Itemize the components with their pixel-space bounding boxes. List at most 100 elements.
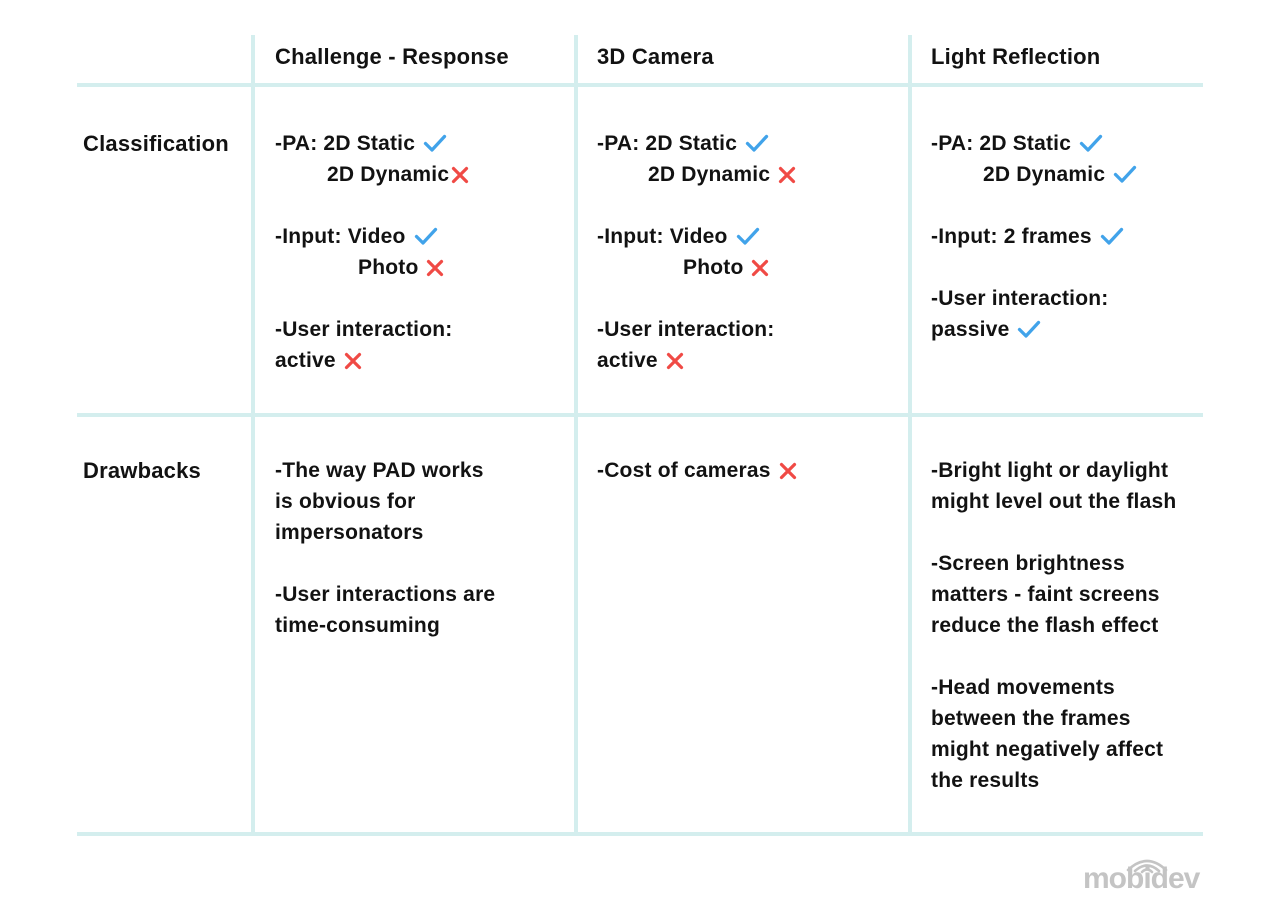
text-line: 2D Dynamic [597,159,796,190]
line-text: -Bright light or daylight [931,458,1169,482]
text-line: -PA: 2D Static [275,128,469,159]
line-text: matters - faint screens [931,582,1160,606]
line-spacer [275,190,469,221]
cross-icon-wrap [426,259,444,277]
line-text: -PA: 2D Static [275,131,416,155]
check-icon [1018,320,1041,338]
check-icon-wrap [1017,320,1041,339]
line-text: reduce the flash effect [931,613,1159,637]
line-text: -PA: 2D Static [931,131,1072,155]
text-line: Photo [275,252,469,283]
check-icon-wrap [1113,165,1137,184]
text-line: is obvious for [275,486,495,517]
line-text: -User interaction: [275,317,453,341]
text-line: -User interaction: [597,314,796,345]
cell-drawbacks-3d-camera: -Cost of cameras [597,455,797,486]
text-line: Photo [597,252,796,283]
text-line: -Head movements [931,672,1176,703]
cross-icon [779,462,796,479]
check-icon [423,134,447,152]
grid-line-vertical-1 [251,35,255,836]
line-text: Photo [358,255,419,279]
check-icon-wrap [414,227,438,246]
text-line: -PA: 2D Static [597,128,796,159]
text-line: impersonators [275,517,495,548]
text-line: passive [931,314,1137,345]
text-line: -User interactions are [275,579,495,610]
line-text: 2D Dynamic [327,162,450,186]
line-text: active [597,348,658,372]
line-text: time-consuming [275,613,440,637]
line-text: Photo [683,255,744,279]
grid-line-vertical-3 [908,35,912,836]
text-line: -Cost of cameras [597,455,797,486]
text-line: -PA: 2D Static [931,128,1137,159]
text-line: 2D Dynamic [275,159,469,190]
text-line: active [275,345,469,376]
check-icon-wrap [1100,227,1124,246]
grid-line-horizontal-1 [77,83,1203,87]
text-line: active [597,345,796,376]
cross-icon [779,166,796,183]
line-text: -Input: 2 frames [931,224,1092,248]
text-line: the results [931,765,1176,796]
grid-line-horizontal-3 [77,832,1203,836]
cell-classification-light-reflection: -PA: 2D Static 2D Dynamic -Input: 2 frames… [931,128,1137,345]
cross-icon [344,352,361,369]
text-line: between the frames [931,703,1176,734]
cross-icon-wrap [751,259,769,277]
check-icon-wrap [1079,134,1103,153]
check-icon [1114,165,1137,183]
check-icon [1079,134,1103,152]
line-spacer [597,283,796,314]
check-icon [1100,227,1123,245]
cross-icon [666,352,683,369]
line-spacer [597,190,796,221]
line-text: impersonators [275,520,424,544]
column-header-light-reflection: Light Reflection [931,44,1101,69]
line-spacer [931,190,1137,221]
cross-icon-wrap [779,462,797,480]
text-line: -Bright light or daylight [931,455,1176,486]
line-text: -User interaction: [597,317,775,341]
line-text: -PA: 2D Static [597,131,738,155]
text-line: -Input: Video [597,221,796,252]
line-text: passive [931,317,1010,341]
text-line: 2D Dynamic [931,159,1137,190]
line-text: -Screen brightness [931,551,1125,575]
line-spacer [931,641,1176,672]
grid-line-horizontal-2 [77,413,1203,417]
line-text: the results [931,768,1040,792]
text-line: might level out the flash [931,486,1176,517]
line-text: is obvious for [275,489,416,513]
check-icon-wrap [745,134,769,153]
row-label-classification: Classification [83,131,229,156]
line-spacer [931,252,1137,283]
mobidev-logo: mobidev [1083,854,1213,896]
cross-icon [427,259,444,276]
cross-icon-wrap [451,166,469,184]
line-text: between the frames [931,706,1131,730]
line-spacer [275,548,495,579]
check-icon [736,227,759,245]
text-line: might negatively affect [931,734,1176,765]
line-text: 2D Dynamic [648,162,771,186]
text-line: reduce the flash effect [931,610,1176,641]
check-icon [745,134,769,152]
text-line: -Screen brightness [931,548,1176,579]
check-icon-wrap [423,134,447,153]
text-line: -User interaction: [275,314,469,345]
line-text: -Cost of cameras [597,458,771,482]
row-label-drawbacks: Drawbacks [83,458,201,483]
line-text: 2D Dynamic [983,162,1106,186]
column-header-3d-camera: 3D Camera [597,44,714,69]
text-line: time-consuming [275,610,495,641]
text-line: -User interaction: [931,283,1137,314]
cross-icon-wrap [666,352,684,370]
cross-icon [752,259,769,276]
line-text: might negatively affect [931,737,1164,761]
